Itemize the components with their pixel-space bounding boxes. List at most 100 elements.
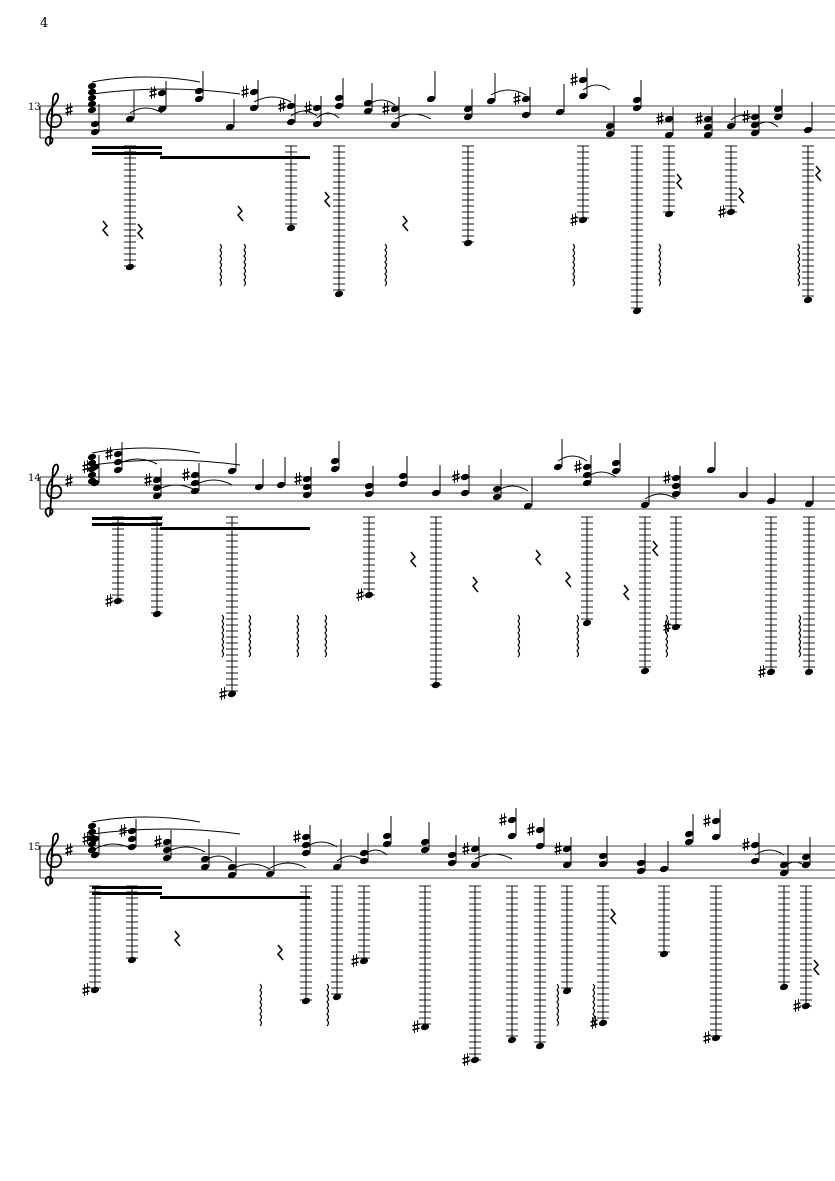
- arpeggio-icon: [324, 614, 328, 658]
- notehead: [301, 841, 311, 849]
- notehead: [90, 120, 100, 128]
- notehead: [605, 122, 615, 130]
- notehead: [804, 500, 814, 508]
- tie-icon: [754, 121, 779, 128]
- sharp-icon: [695, 112, 703, 125]
- notehead: [507, 832, 517, 840]
- notehead: [200, 855, 210, 863]
- arpeggio-icon: [259, 983, 263, 1027]
- notehead: [364, 490, 374, 498]
- notehead: [703, 115, 713, 123]
- notehead: [535, 826, 545, 834]
- notehead: [312, 120, 322, 128]
- arpeggio-icon: [384, 243, 388, 287]
- rest-icon: [136, 223, 144, 240]
- notehead: [359, 849, 369, 857]
- rest-icon: [323, 191, 331, 208]
- tie-icon: [290, 110, 318, 117]
- notehead: [426, 95, 436, 103]
- rest-icon: [622, 584, 630, 601]
- notehead: [301, 833, 311, 841]
- tie-icon: [316, 112, 340, 119]
- sharp-icon: [356, 588, 364, 601]
- page-number: 4: [40, 16, 49, 31]
- notehead: [420, 838, 430, 846]
- notehead: [382, 840, 392, 848]
- tie-icon: [91, 816, 201, 823]
- sharp-icon: [105, 447, 113, 460]
- notehead: [671, 490, 681, 498]
- notehead: [779, 983, 789, 991]
- rest-icon: [401, 215, 409, 232]
- notehead: [87, 834, 97, 842]
- notehead: [87, 82, 97, 90]
- notehead: [460, 489, 470, 497]
- notehead: [779, 869, 789, 877]
- notehead: [640, 667, 650, 675]
- tie-icon: [490, 89, 527, 96]
- notehead: [330, 457, 340, 465]
- notehead: [87, 471, 97, 479]
- notehead: [578, 76, 588, 84]
- notehead: [636, 859, 646, 867]
- tie-icon: [204, 855, 233, 862]
- notehead: [87, 822, 97, 830]
- rest-icon: [534, 549, 542, 566]
- notehead: [363, 99, 373, 107]
- notehead: [87, 840, 97, 848]
- beam-group: [92, 146, 310, 159]
- measure-number-13: 13: [28, 102, 41, 113]
- beam-icon: [92, 517, 162, 520]
- notehead: [582, 479, 592, 487]
- notehead: [90, 986, 100, 994]
- notehead: [659, 865, 669, 873]
- notehead: [398, 480, 408, 488]
- tie-icon: [94, 843, 133, 850]
- notehead: [87, 465, 97, 473]
- arpeggio-icon: [798, 614, 802, 658]
- rest-icon: [675, 173, 683, 190]
- arpeggio-icon: [556, 983, 560, 1027]
- notehead: [90, 128, 100, 136]
- tie-icon: [91, 447, 201, 454]
- notehead: [664, 115, 674, 123]
- notehead: [766, 668, 776, 676]
- arpeggio-icon: [797, 243, 801, 287]
- notehead: [87, 100, 97, 108]
- rest-icon: [609, 908, 617, 925]
- notehead: [332, 863, 342, 871]
- sharp-icon: [452, 470, 460, 483]
- notehead: [486, 97, 496, 105]
- notehead: [578, 216, 588, 224]
- notehead: [390, 105, 400, 113]
- notehead: [127, 956, 137, 964]
- notehead: [773, 113, 783, 121]
- notehead: [152, 476, 162, 484]
- notehead: [301, 849, 311, 857]
- notehead: [463, 239, 473, 247]
- notehead: [157, 105, 167, 113]
- sharp-icon: [144, 473, 152, 486]
- arpeggio-icon: [219, 243, 223, 287]
- notehead: [598, 852, 608, 860]
- notehead: [636, 867, 646, 875]
- tie-icon: [367, 99, 396, 106]
- tie-icon: [231, 863, 271, 870]
- beam-icon: [160, 896, 310, 899]
- notehead: [801, 1002, 811, 1010]
- notehead: [227, 871, 237, 879]
- notehead: [803, 126, 813, 134]
- tie-icon: [496, 485, 529, 492]
- notehead: [562, 845, 572, 853]
- tie-icon: [394, 113, 432, 120]
- rest-icon: [173, 930, 181, 947]
- notehead: [553, 463, 563, 471]
- sharp-icon: [758, 665, 766, 678]
- notehead: [664, 210, 674, 218]
- notehead: [703, 123, 713, 131]
- sharp-icon: [149, 86, 157, 99]
- treble-clef-icon: [44, 463, 63, 518]
- notehead: [398, 472, 408, 480]
- notehead: [390, 121, 400, 129]
- rest-icon: [101, 220, 109, 237]
